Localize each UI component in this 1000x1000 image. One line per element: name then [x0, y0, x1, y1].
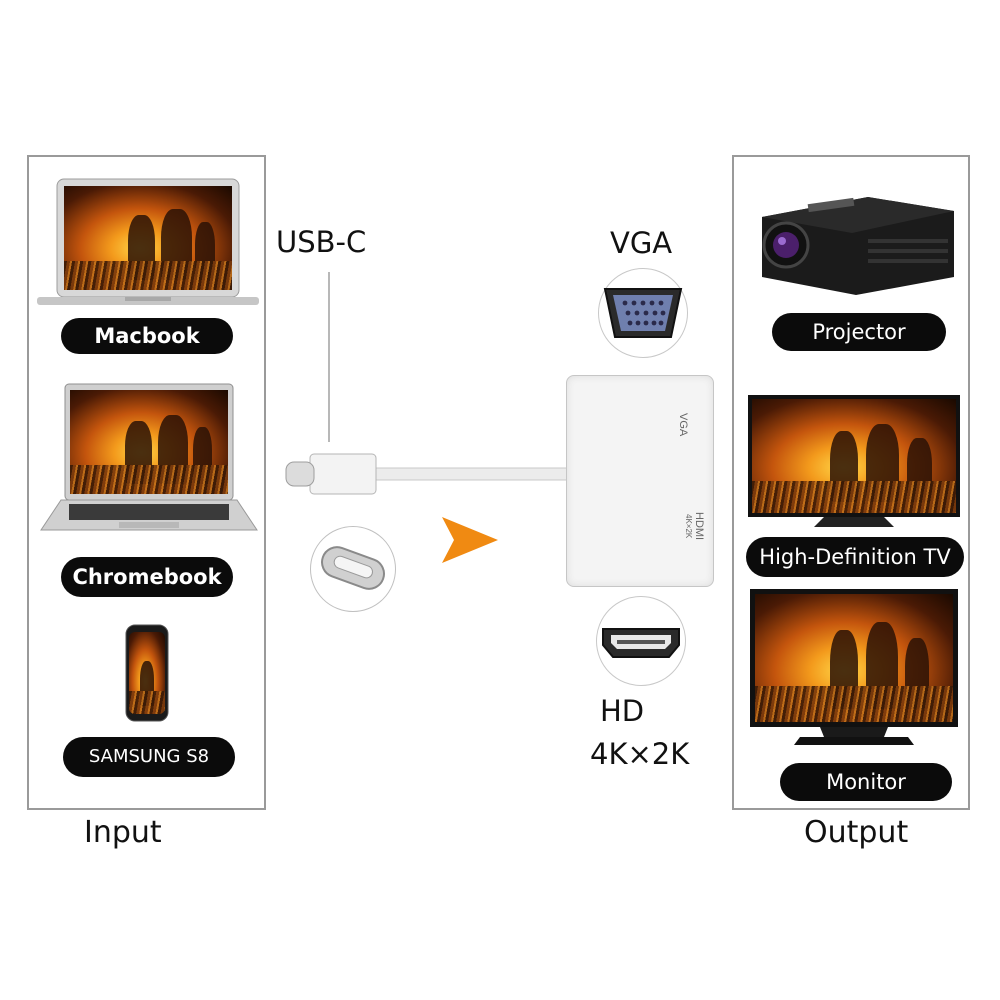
- chromebook-device: [39, 382, 259, 532]
- usb-c-zoom-circle: [310, 526, 396, 612]
- hd-label: HD: [600, 694, 645, 728]
- samsung-screen: [129, 632, 165, 714]
- tv-device: [748, 395, 960, 527]
- vga-port-icon: [603, 288, 683, 338]
- hdmi-zoom-circle: [596, 596, 686, 686]
- usb-label-leader: [328, 272, 330, 442]
- monitor-label: Monitor: [780, 763, 952, 801]
- monitor-device: [750, 587, 958, 747]
- hdmi-port-icon: [602, 628, 680, 658]
- adapter-hdmi-subtext: 4K×2K: [684, 514, 693, 539]
- samsung-label: SAMSUNG S8: [63, 737, 235, 777]
- chromebook-screen: [70, 390, 228, 494]
- monitor-screen: [755, 594, 953, 722]
- macbook-screen: [64, 186, 232, 290]
- adapter-hdmi-text: HDMI: [693, 512, 705, 541]
- adapter-vga-text: VGA: [677, 413, 689, 437]
- usb-c-cable: [285, 453, 579, 495]
- input-panel: Macbook Chromebook SAMSUNG S8: [27, 155, 266, 810]
- input-caption: Input: [84, 815, 162, 850]
- tv-screen: [752, 399, 956, 513]
- usb-c-label: USB-C: [276, 225, 367, 259]
- arrow-right-icon: [442, 517, 498, 563]
- tv-label: High-Definition TV: [746, 537, 964, 577]
- vga-label: VGA: [610, 226, 673, 260]
- projector-icon: [762, 197, 954, 295]
- vga-zoom-circle: [598, 268, 688, 358]
- projector-label: Projector: [772, 313, 946, 351]
- macbook-device: [35, 177, 261, 312]
- output-caption: Output: [804, 815, 909, 850]
- projector-device: [748, 179, 958, 297]
- output-panel: Projector High-Definition TV Monitor: [732, 155, 970, 810]
- resolution-label: 4K×2K: [590, 737, 690, 771]
- samsung-device: [125, 624, 169, 722]
- adapter-body: VGA HDMI 4K×2K: [566, 375, 714, 587]
- chromebook-label: Chromebook: [61, 557, 233, 597]
- macbook-label: Macbook: [61, 318, 233, 354]
- usb-c-plug-icon: [321, 546, 385, 590]
